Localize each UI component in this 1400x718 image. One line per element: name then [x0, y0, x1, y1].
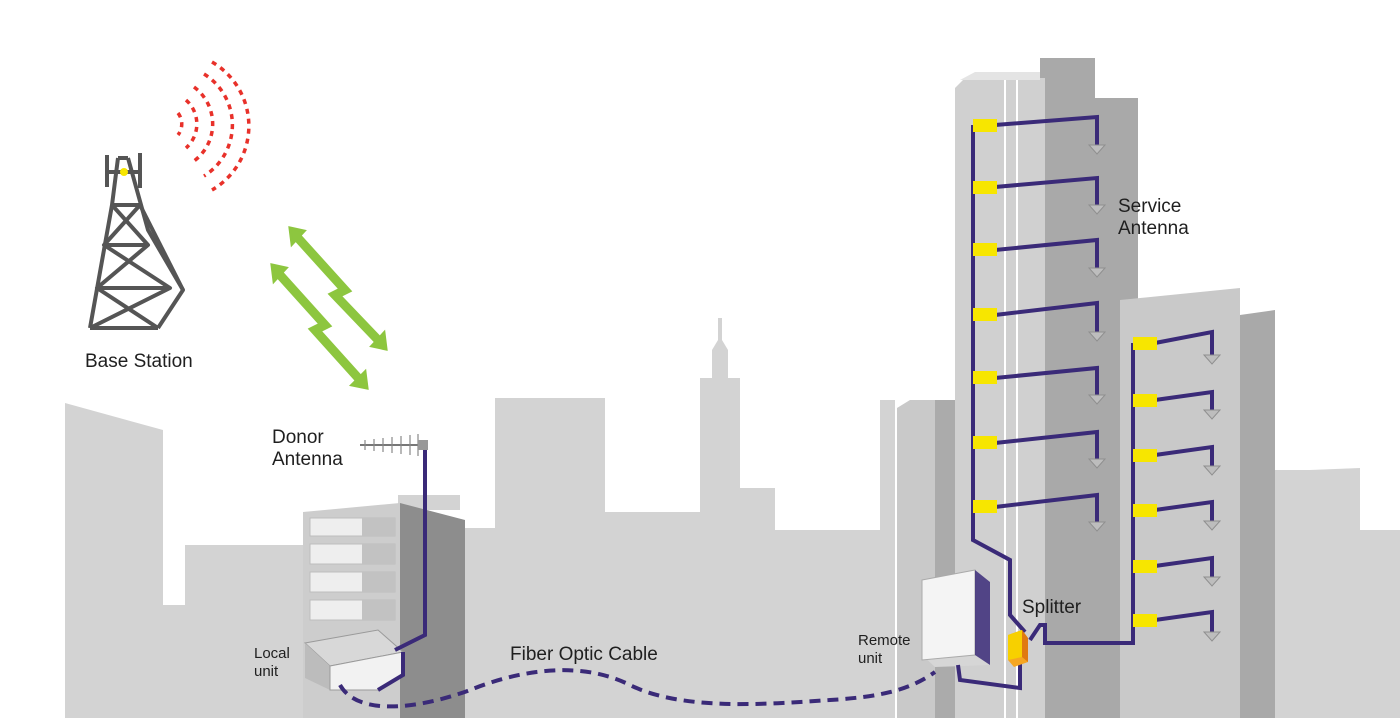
local-unit-label-line2: unit [254, 663, 279, 680]
ceiling-antenna-icon [1087, 144, 1222, 642]
city-skyline [65, 318, 1400, 718]
fiber-optic-cable [338, 668, 937, 709]
service-antenna-label-line1: Service [1118, 196, 1182, 217]
distribution-boxes [973, 119, 1157, 627]
local-unit-label-line1: Local [254, 645, 290, 662]
remote-building [897, 400, 960, 718]
remote-unit-label-line1: Remote [858, 632, 911, 649]
bidirectional-lightning-arrow-icon [270, 226, 388, 390]
donor-antenna-label-line2: Antenna [272, 449, 343, 470]
donor-antenna-label-line1: Donor [272, 427, 324, 448]
tower-cabling [956, 114, 1214, 691]
base-station-tower-icon [88, 153, 185, 330]
splitter-label: Splitter [1022, 597, 1082, 618]
splitter-box-icon [1008, 630, 1028, 667]
remote-unit-label-line2: unit [858, 650, 883, 667]
service-antenna-label-line2: Antenna [1118, 218, 1189, 239]
fiber-optic-cable-label: Fiber Optic Cable [510, 644, 658, 665]
local-building [303, 503, 465, 718]
base-station-label: Base Station [85, 351, 193, 372]
donor-antenna [360, 434, 428, 652]
local-unit [303, 629, 405, 692]
remote-unit [921, 569, 990, 667]
base-station-light-icon [120, 168, 128, 176]
radio-waves-icon [176, 60, 251, 192]
